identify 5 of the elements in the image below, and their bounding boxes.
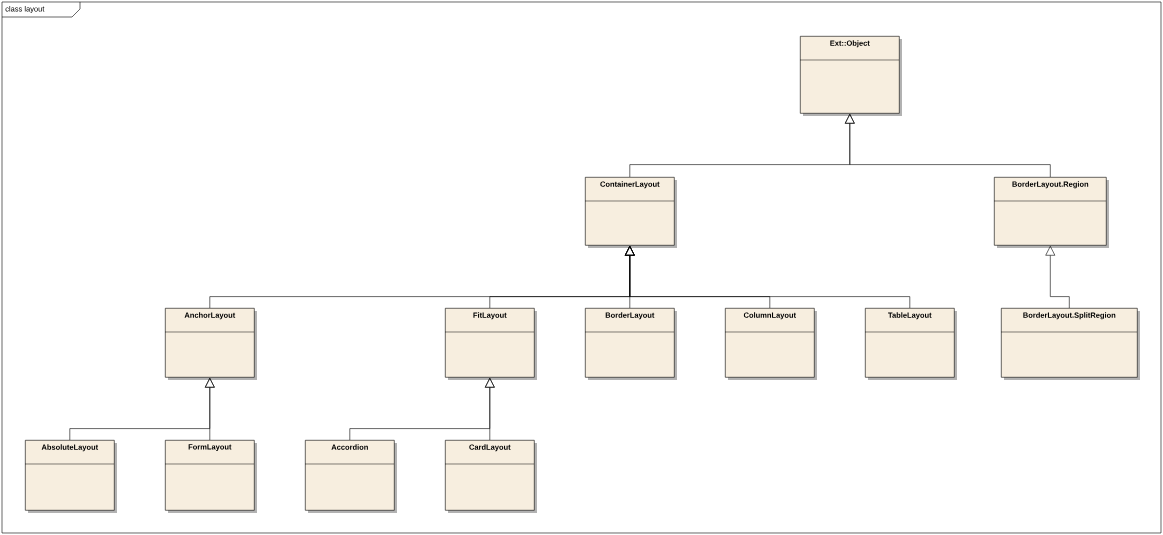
- generalization-arrow: [624, 245, 911, 309]
- generalization-arrow: [1045, 245, 1070, 309]
- generalization-arrow: [844, 113, 1051, 178]
- generalization-arrow: [484, 377, 495, 441]
- generalization-arrow: [204, 377, 215, 441]
